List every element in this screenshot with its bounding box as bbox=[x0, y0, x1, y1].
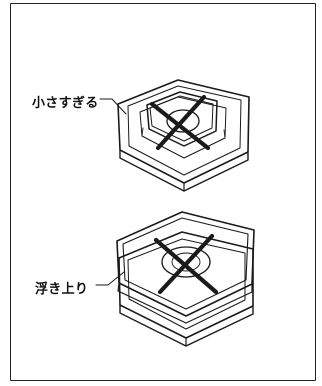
leader-line-top bbox=[99, 98, 127, 115]
label-lifted: 浮き上り bbox=[35, 282, 89, 297]
burner-tray-bottom bbox=[118, 231, 254, 347]
leader-line-bottom bbox=[95, 271, 125, 286]
small-pan-top bbox=[146, 91, 218, 147]
large-pan-bottom bbox=[116, 211, 255, 324]
cross-mark-bottom bbox=[153, 233, 219, 295]
cross-mark-top bbox=[149, 94, 211, 151]
label-too-small: 小さすぎる bbox=[32, 96, 99, 111]
figure-frame bbox=[10, 3, 316, 381]
